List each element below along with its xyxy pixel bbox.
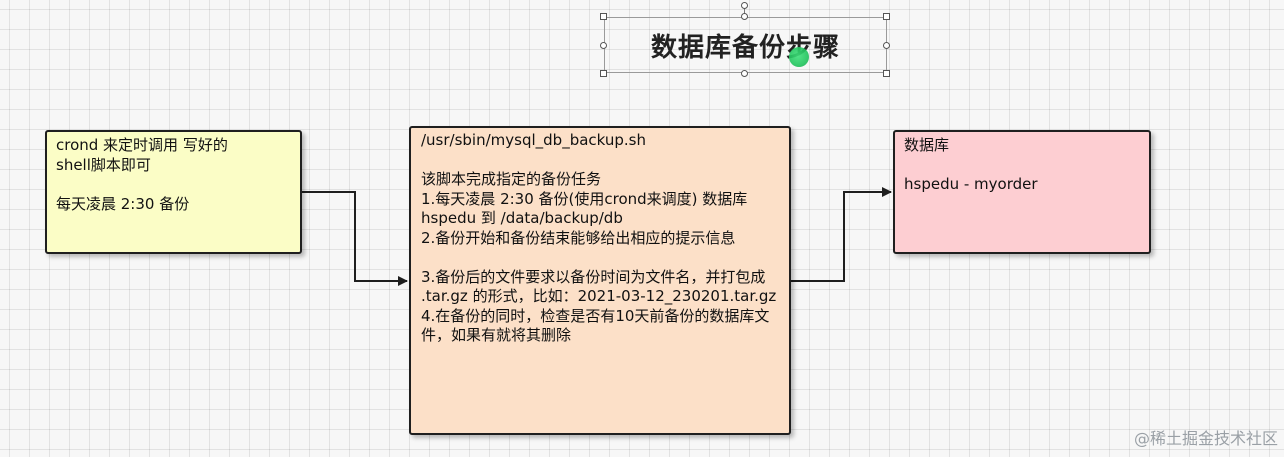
resize-handle-bottom[interactable] xyxy=(741,70,748,77)
resize-handle-right[interactable] xyxy=(883,42,890,49)
database-label: 数据库 xyxy=(904,136,950,154)
script-path: /usr/sbin/mysql_db_backup.sh xyxy=(421,131,646,149)
mouse-cursor-indicator xyxy=(789,47,809,67)
database-line-2 xyxy=(904,156,1140,176)
resize-handle-top-left[interactable] xyxy=(600,13,607,20)
watermark: @稀土掘金技术社区 xyxy=(1133,429,1278,448)
crond-line-1: crond 来定时调用 写好的 xyxy=(56,136,228,154)
crond-line-3 xyxy=(56,175,291,195)
rotate-handle[interactable] xyxy=(741,2,748,9)
crond-line-2: shell脚本即可 xyxy=(56,155,151,174)
arrow-script-to-database[interactable] xyxy=(791,187,892,282)
crond-box[interactable]: crond 来定时调用 写好的 shell脚本即可 每天凌晨 2:30 备份 xyxy=(45,130,302,254)
resize-handle-left[interactable] xyxy=(600,42,607,49)
arrow-crond-to-script[interactable] xyxy=(302,191,408,286)
script-step-3: 3.备份后的文件要求以备份时间为文件名，并打包成 .tar.gz 的形式，比如：… xyxy=(421,267,777,306)
script-step-2: 2.备份开始和备份结束能够给出相应的提示信息 xyxy=(421,228,736,247)
script-line-6 xyxy=(421,248,779,268)
rotate-handle-stem xyxy=(744,8,745,17)
backup-script-box[interactable]: /usr/sbin/mysql_db_backup.sh 该脚本完成指定的备份任… xyxy=(409,126,791,435)
resize-handle-top[interactable] xyxy=(741,13,748,20)
resize-handle-bottom-left[interactable] xyxy=(600,70,607,77)
script-step-1: 1.每天凌晨 2:30 备份(使用crond来调度) 数据库 hspedu 到 … xyxy=(421,189,748,228)
script-line-2 xyxy=(421,151,779,171)
database-name: hspedu - myorder xyxy=(904,175,1038,193)
resize-handle-bottom-right[interactable] xyxy=(883,70,890,77)
resize-handle-top-right[interactable] xyxy=(883,13,890,20)
script-line-3: 该脚本完成指定的备份任务 xyxy=(421,170,602,188)
script-step-4: 4.在备份的同时，检查是否有10天前备份的数据库文件，如果有就将其删除 xyxy=(421,306,770,345)
crond-line-4: 每天凌晨 2:30 备份 xyxy=(56,194,190,213)
database-box[interactable]: 数据库 hspedu - myorder xyxy=(893,130,1151,254)
